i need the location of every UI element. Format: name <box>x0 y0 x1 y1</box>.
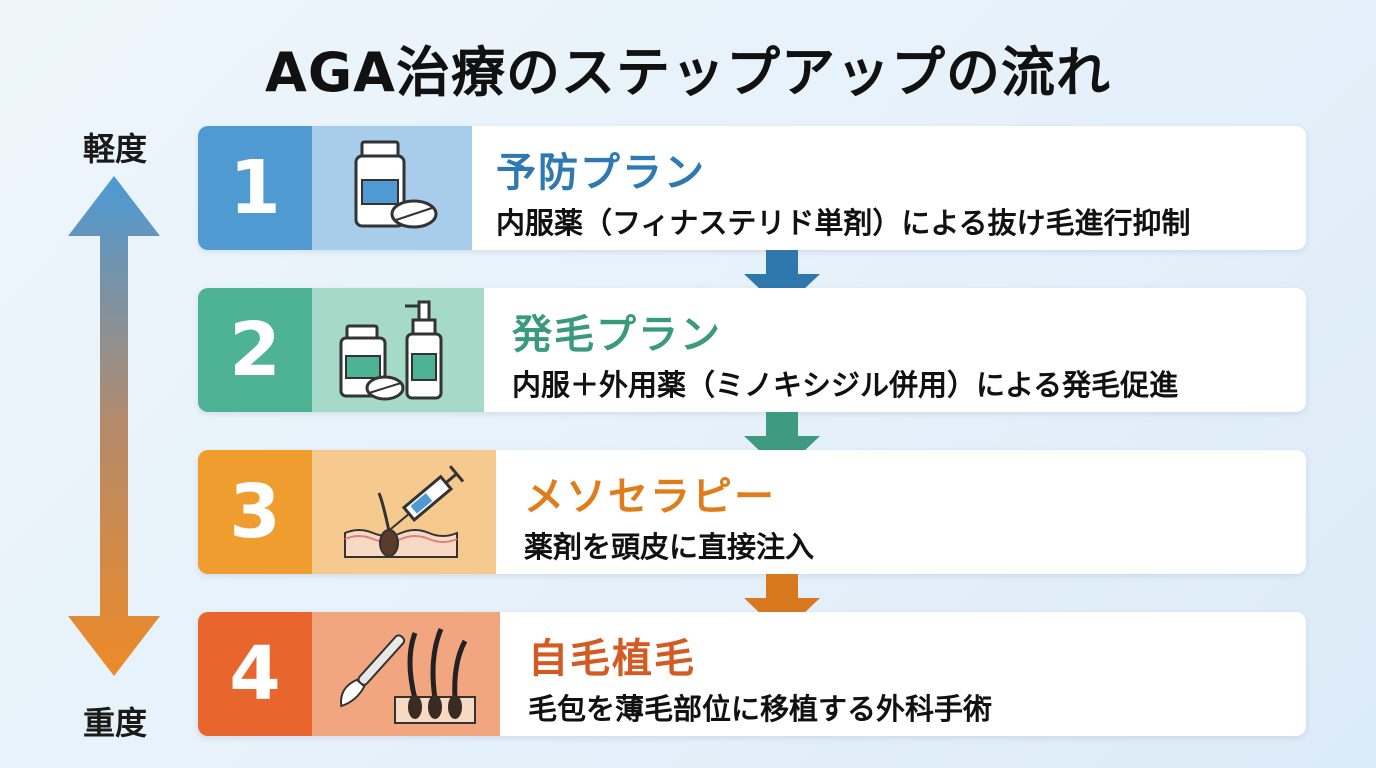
step-number: 1 <box>198 126 312 250</box>
step-title: 発毛プラン <box>512 312 722 358</box>
scalpel-hair-follicle-icon <box>339 628 476 724</box>
step-card-1: 1 予防プラン 内服薬（フィナステリド単剤）による抜け毛進行抑制 <box>198 126 1306 250</box>
step-description: 内服＋外用薬（ミノキシジル併用）による発毛促進 <box>512 368 1179 402</box>
step-description: 内服薬（フィナステリド単剤）による抜け毛進行抑制 <box>496 206 1191 240</box>
step-description: 薬剤を頭皮に直接注入 <box>524 530 815 564</box>
syringe-scalp-icon <box>344 465 465 558</box>
step-description: 毛包を薄毛部位に移植する外科手術 <box>528 692 993 726</box>
down-arrow-icon <box>744 412 820 472</box>
step-title: メソセラピー <box>524 474 776 520</box>
scale-label-mild: 軽度 <box>82 130 147 168</box>
scale-label-severe: 重度 <box>82 704 147 742</box>
bottle-and-spray-icon <box>339 300 443 401</box>
step-number: 3 <box>198 450 312 574</box>
step-card-3: 3 メソセラピー 薬剤を頭皮に直接注入 <box>198 450 1306 574</box>
step-card-2: 2 発毛プラン 内服＋外用薬（ミノキシジル併用）による発毛促進 <box>198 288 1306 412</box>
step-title: 自毛植毛 <box>528 636 696 682</box>
down-arrow-icon <box>744 250 820 310</box>
medicine-bottle-pill-icon <box>354 140 438 229</box>
step-title: 予防プラン <box>496 150 706 196</box>
step-number: 4 <box>198 612 312 736</box>
severity-scale-arrow <box>68 176 160 676</box>
page-title: AGA治療のステップアップの流れ <box>265 41 1111 104</box>
step-card-4: 4 自毛植毛 毛包を薄毛部位に移植する外科手術 <box>198 612 1306 736</box>
down-arrow-icon <box>744 574 820 634</box>
step-number: 2 <box>198 288 312 412</box>
